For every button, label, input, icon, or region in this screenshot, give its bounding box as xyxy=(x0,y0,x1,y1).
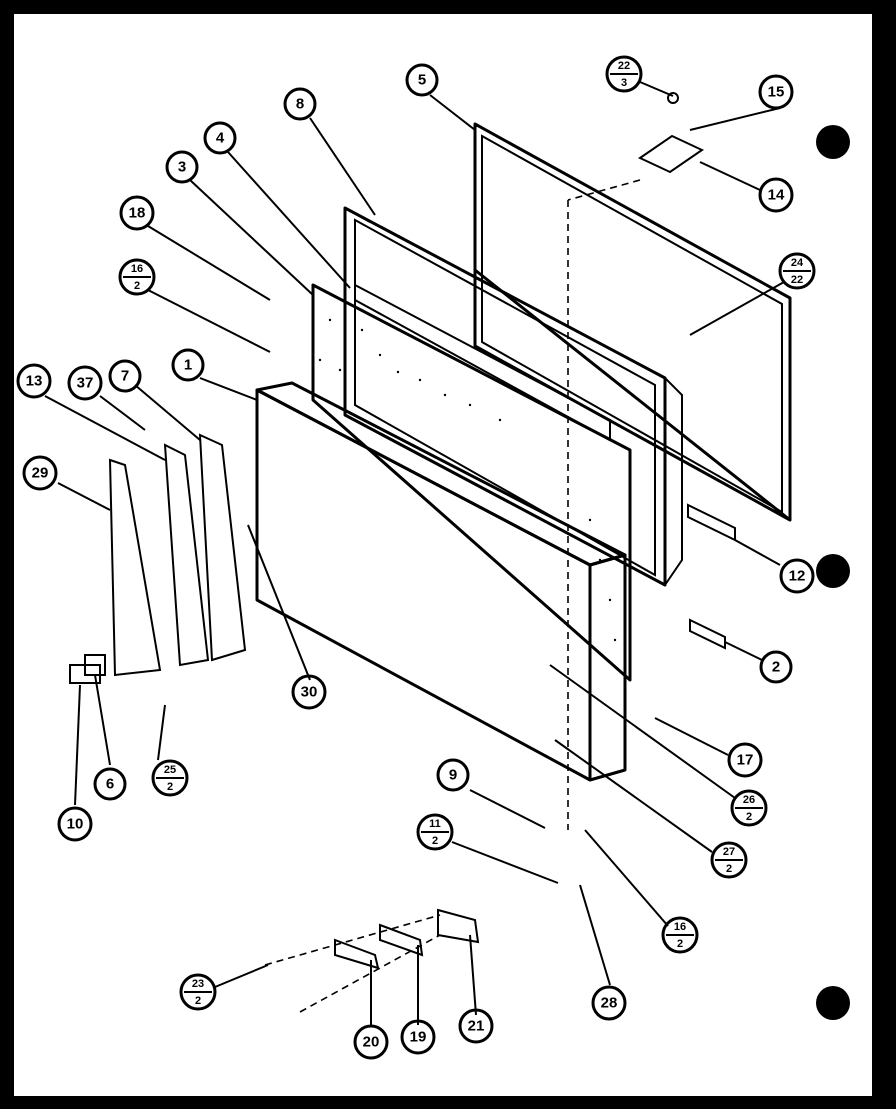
part-21-bracket xyxy=(437,908,480,944)
callout-21-label: 21 xyxy=(468,1018,485,1035)
callout-2-label: 2 xyxy=(772,659,780,676)
callout-10: 10 xyxy=(57,806,93,842)
callout-16-2-upper-bottom: 2 xyxy=(134,280,140,292)
callout-37: 37 xyxy=(67,365,103,401)
callout-14: 14 xyxy=(758,177,794,213)
part-13-bracket xyxy=(163,443,210,667)
callout-17-label: 17 xyxy=(737,752,754,769)
callout-6: 6 xyxy=(93,767,127,801)
callout-6-label: 6 xyxy=(106,776,114,793)
part-2-bracket xyxy=(689,618,726,650)
callout-8: 8 xyxy=(283,87,317,121)
callout-24-22-bottom: 22 xyxy=(791,274,803,286)
callout-11-2-top: 11 xyxy=(429,818,441,830)
callout-29-label: 29 xyxy=(32,465,49,482)
callout-25-2-top: 25 xyxy=(164,764,176,776)
binder-hole-middle xyxy=(816,554,850,588)
callout-13: 13 xyxy=(16,363,52,399)
callout-3-label: 3 xyxy=(178,159,186,176)
callout-25-2-bottom: 2 xyxy=(167,781,173,793)
callout-17: 17 xyxy=(727,742,763,778)
callout-30: 30 xyxy=(291,674,327,710)
callout-28: 28 xyxy=(591,985,627,1021)
part-7-bracket xyxy=(198,433,247,662)
callout-10-label: 10 xyxy=(67,816,84,833)
callout-15: 15 xyxy=(758,74,794,110)
callout-16-2-upper-top: 16 xyxy=(131,263,143,275)
part-1-door xyxy=(255,381,627,782)
callout-23-2-bottom: 2 xyxy=(195,995,201,1007)
callout-37-label: 37 xyxy=(77,375,94,392)
callout-4-label: 4 xyxy=(216,130,225,147)
callout-16-2-lower-bottom: 2 xyxy=(677,938,683,950)
callout-3: 3 xyxy=(165,150,199,184)
callout-1-label: 1 xyxy=(184,357,192,374)
callout-27-2: 272 xyxy=(710,841,748,879)
binder-hole-bottom xyxy=(816,986,850,1020)
part-12-rail xyxy=(687,503,736,542)
leader-lines xyxy=(44,81,785,1025)
callout-7: 7 xyxy=(108,359,142,393)
callout-28-label: 28 xyxy=(601,995,618,1012)
callout-21: 21 xyxy=(458,1008,494,1044)
callout-19-label: 19 xyxy=(410,1029,427,1046)
callout-15-label: 15 xyxy=(768,84,785,101)
callout-8-label: 8 xyxy=(296,96,304,113)
callout-18-label: 18 xyxy=(129,205,146,222)
callout-24-22-top: 24 xyxy=(791,257,804,269)
callout-14-label: 14 xyxy=(768,187,785,204)
callout-19: 19 xyxy=(400,1019,436,1055)
part-19-bracket xyxy=(379,923,424,957)
callout-13-label: 13 xyxy=(26,373,43,390)
callout-20: 20 xyxy=(353,1024,389,1060)
callout-2: 2 xyxy=(759,650,793,684)
callout-12-label: 12 xyxy=(789,568,806,585)
callout-4: 4 xyxy=(203,121,237,155)
callout-5-label: 5 xyxy=(418,72,426,89)
callout-9: 9 xyxy=(436,758,470,792)
part-29-bracket xyxy=(108,458,162,677)
binder-hole-top xyxy=(816,125,850,159)
callout-22-3: 223 xyxy=(605,55,643,93)
callout-9-label: 9 xyxy=(449,767,457,784)
callout-25-2: 252 xyxy=(151,759,189,797)
part-20-bracket xyxy=(334,938,380,970)
callout-11-2-bottom: 2 xyxy=(432,835,438,847)
callout-18: 18 xyxy=(119,195,155,231)
callout-16-2-lower: 162 xyxy=(661,916,699,954)
callout-1: 1 xyxy=(171,348,205,382)
callout-29: 29 xyxy=(22,455,58,491)
callout-26-2-top: 26 xyxy=(743,794,755,806)
callout-27-2-top: 27 xyxy=(723,846,735,858)
callout-22-3-bottom: 3 xyxy=(621,77,627,89)
callout-16-2-lower-top: 16 xyxy=(674,921,686,933)
part-8-liner xyxy=(343,206,683,587)
callout-27-2-bottom: 2 xyxy=(726,863,732,875)
callout-26-2-bottom: 2 xyxy=(746,811,752,823)
part-5-panel xyxy=(473,122,792,522)
callout-23-2-top: 23 xyxy=(192,978,204,990)
callout-5: 5 xyxy=(405,63,439,97)
callout-30-label: 30 xyxy=(301,684,318,701)
callout-23-2: 232 xyxy=(179,973,217,1011)
page xyxy=(14,14,872,1096)
callout-22-3-top: 22 xyxy=(618,60,630,72)
callout-26-2: 262 xyxy=(730,789,768,827)
callout-16-2-upper: 162 xyxy=(118,258,156,296)
callout-11-2: 112 xyxy=(416,813,454,851)
part-14-15-hinge xyxy=(637,92,705,174)
callout-12: 12 xyxy=(779,558,815,594)
part-3-insulation xyxy=(311,283,632,682)
callout-7-label: 7 xyxy=(121,368,129,385)
callout-20-label: 20 xyxy=(363,1034,380,1051)
